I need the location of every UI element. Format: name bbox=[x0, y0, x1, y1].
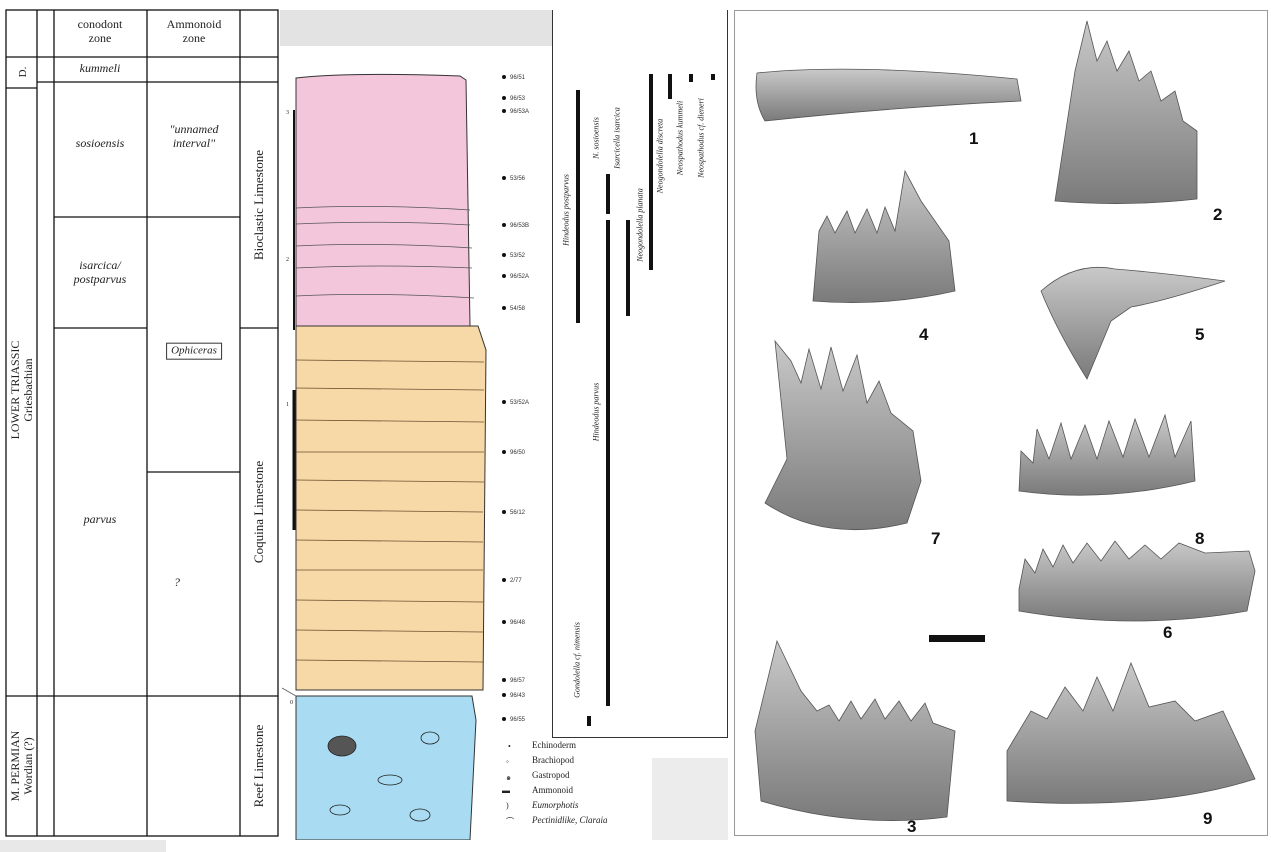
lower-triassic-label: LOWER TRIASSIC Griesbachian bbox=[9, 341, 35, 440]
sample-5: 96/53B bbox=[502, 223, 529, 229]
figure-number-3: 3 bbox=[907, 817, 916, 837]
conodont-plate: 1 2 4 5 7 8 6 3 9 bbox=[734, 10, 1268, 836]
taxon-neogondolella-discreta: Neogondolella discreta bbox=[656, 119, 665, 194]
m-permian-label: M. PERMIAN Wordian (?) bbox=[9, 731, 35, 802]
lith-reef: Reef Limestone bbox=[252, 725, 266, 808]
sample-1: 96/51 bbox=[502, 75, 525, 81]
figure-number-6: 6 bbox=[1163, 623, 1172, 643]
scale-2: 2 bbox=[286, 257, 289, 263]
lith-coquina: Coquina Limestone bbox=[252, 461, 266, 563]
gastropod-symbol: ๑ bbox=[506, 771, 511, 784]
legend-echinoderm: Echinoderm bbox=[532, 740, 576, 750]
specimen-1 bbox=[756, 69, 1021, 121]
scale-bar bbox=[929, 635, 985, 642]
scale-0: 0 bbox=[290, 700, 293, 706]
specimen-4 bbox=[813, 171, 955, 303]
scale-1: 1 bbox=[286, 402, 289, 408]
strat-table: conodont zone Ammonoid zone D. LOWER TRI… bbox=[0, 0, 280, 852]
taxon-isarcicella-isarcica: Isarcicella isarcica bbox=[613, 107, 622, 168]
sample-13: 96/48 bbox=[502, 620, 525, 626]
sample-2: 96/53 bbox=[502, 96, 525, 102]
taxon-n-sosioensis: N. sosioensis bbox=[592, 117, 601, 159]
taxon-hindeodus-postparvus: Hindeodus postparvus bbox=[562, 174, 571, 246]
zone-isarcica: isarcica/ postparvus bbox=[74, 259, 127, 287]
range-gondolella-nimensis bbox=[587, 716, 591, 726]
range-neogondolella-planata bbox=[649, 74, 653, 270]
legend-ammonoid: Ammonoid bbox=[532, 785, 573, 795]
specimen-8 bbox=[1019, 415, 1195, 495]
taxon-neogondolella-planata: Neogondolella planata bbox=[636, 188, 645, 262]
legend-brachiopod: Brachiopod bbox=[532, 755, 574, 765]
sample-14: 96/57 bbox=[502, 678, 525, 684]
sample-9: 53/52A bbox=[502, 400, 529, 406]
ammonoid-unnamed: "unnamed interval" bbox=[169, 123, 218, 151]
legend-eumorphotis: Eumorphotis bbox=[532, 800, 579, 810]
specimen-7 bbox=[765, 341, 921, 530]
range-neospathodus-dieneri bbox=[711, 74, 715, 80]
bottom-strip bbox=[0, 840, 166, 852]
sample-6: 53/52 bbox=[502, 253, 525, 259]
specimen-3 bbox=[755, 641, 955, 821]
figure-number-2: 2 bbox=[1213, 205, 1222, 225]
taxon-hindeodus-parvus: Hindeodus parvus bbox=[592, 383, 601, 441]
range-hindeodus-postparvus bbox=[576, 90, 580, 323]
range-hindeodus-parvus bbox=[606, 220, 610, 706]
zone-parvus: parvus bbox=[84, 513, 117, 527]
section-panel: 3 2 1 0 96/51 96/53 96/53A 53/56 96/53B … bbox=[280, 10, 728, 840]
legend-gastropod: Gastropod bbox=[532, 770, 570, 780]
specimen-5 bbox=[1041, 267, 1225, 379]
taxon-neospathodus-dieneri: Neospathodus cf. dieneri bbox=[697, 98, 706, 178]
sample-4: 53/56 bbox=[502, 176, 525, 182]
d-label: D. bbox=[17, 67, 29, 78]
zone-kummeli: kummeli bbox=[80, 62, 121, 76]
brachiopod-symbol: ◦ bbox=[506, 757, 509, 766]
taxon-gondolella-nimensis: Gondolella cf. nimensis bbox=[573, 622, 582, 698]
sample-10: 96/50 bbox=[502, 450, 525, 456]
figure-number-9: 9 bbox=[1203, 809, 1212, 829]
eumorphotis-symbol: ) bbox=[506, 801, 509, 810]
ammonoid-unknown: ? bbox=[174, 576, 180, 590]
ammonoid-zone-header: Ammonoid zone bbox=[167, 18, 222, 46]
figure-number-8: 8 bbox=[1195, 529, 1204, 549]
sample-15: 96/43 bbox=[502, 693, 525, 699]
range-isarcicella-isarcica bbox=[626, 220, 630, 316]
conodont-zone-header: conodont zone bbox=[78, 18, 123, 46]
figure-number-4: 4 bbox=[919, 325, 928, 345]
grey-corner bbox=[652, 758, 728, 840]
specimen-6 bbox=[1019, 541, 1255, 621]
sample-8: 54/58 bbox=[502, 306, 525, 312]
table-grid bbox=[0, 0, 280, 852]
figure-number-5: 5 bbox=[1195, 325, 1204, 345]
sample-3: 96/53A bbox=[502, 109, 529, 115]
taxon-neospathodus-kummeli: Neospathodus kummeli bbox=[676, 101, 685, 175]
sample-7: 96/52A bbox=[502, 274, 529, 280]
figure-number-7: 7 bbox=[931, 529, 940, 549]
range-neogondolella-discreta bbox=[668, 74, 672, 99]
figure-number-1: 1 bbox=[969, 129, 978, 149]
specimen-2 bbox=[1055, 21, 1197, 204]
scale-3: 3 bbox=[286, 110, 289, 116]
zone-sosioensis: sosioensis bbox=[76, 137, 125, 151]
specimen-images bbox=[735, 11, 1269, 837]
range-n-sosioensis bbox=[606, 174, 610, 214]
sample-16: 96/55 bbox=[502, 717, 525, 723]
echinoderm-symbol: • bbox=[508, 742, 511, 751]
sample-11: 56/12 bbox=[502, 510, 525, 516]
pectinid-symbol: ⌒ bbox=[506, 816, 514, 827]
ammonoid-ophiceras: Ophiceras bbox=[166, 343, 222, 360]
legend-pectinids: Pectinidlike, Claraia bbox=[532, 815, 608, 825]
sample-12: 2/77 bbox=[502, 578, 522, 584]
range-neospathodus-kummeli bbox=[689, 74, 693, 82]
ammonoid-symbol: ▬ bbox=[502, 786, 510, 795]
specimen-9 bbox=[1007, 663, 1255, 803]
lith-bioclastic: Bioclastic Limestone bbox=[252, 150, 266, 260]
